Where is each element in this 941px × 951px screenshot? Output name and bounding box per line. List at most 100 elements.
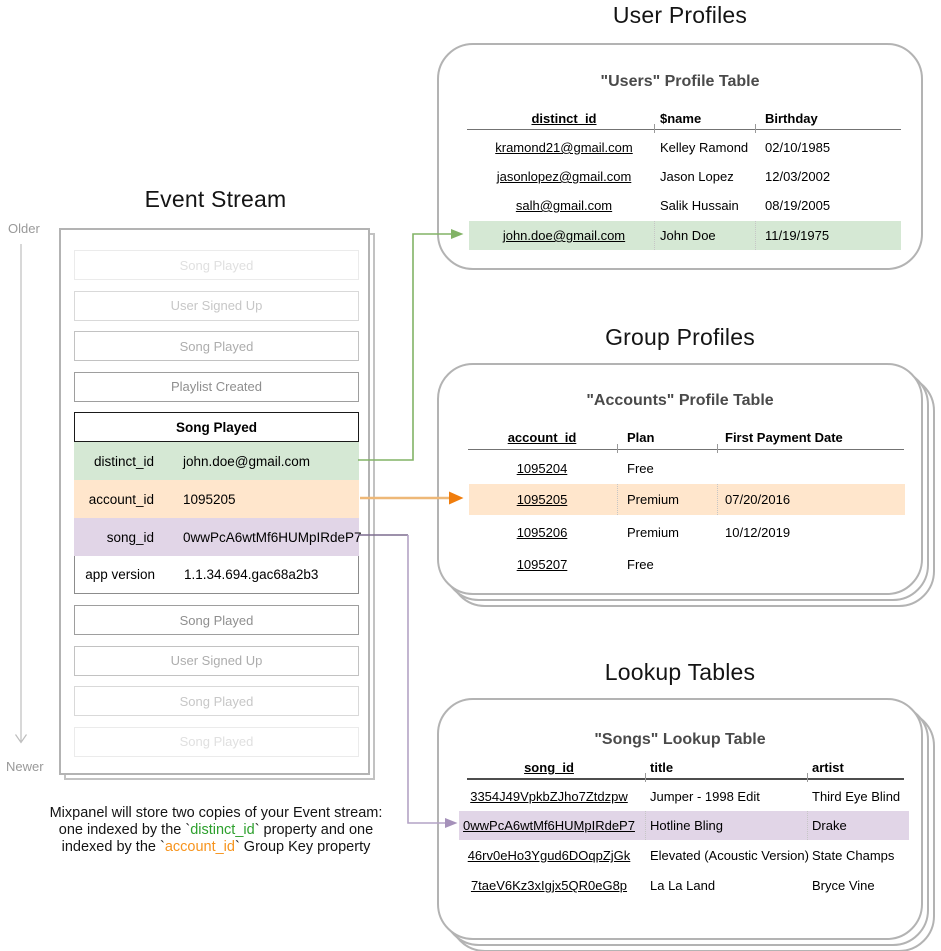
event-label: User Signed Up bbox=[170, 653, 263, 668]
cell-distinct-id: salh@gmail.com bbox=[515, 198, 613, 213]
older-label: Older bbox=[8, 221, 40, 236]
songs-lookup-card: "Songs" Lookup Table song_id title artis… bbox=[437, 698, 923, 940]
cell-account-id: 1095204 bbox=[516, 460, 568, 476]
cell-artist: Third Eye Blind bbox=[812, 789, 901, 804]
col-header-plan: Plan bbox=[627, 430, 655, 445]
cell-first-payment-date: 07/20/2016 bbox=[725, 492, 791, 507]
header-divider bbox=[467, 778, 904, 780]
songs-table-title: "Songs" Lookup Table bbox=[594, 731, 766, 748]
cell-song-id: 7taeV6Kz3xIgjx5QR0eG8p bbox=[470, 878, 628, 893]
column-divider-tick bbox=[645, 773, 646, 782]
table-row: 7taeV6Kz3xIgjx5QR0eG8p La La Land Bryce … bbox=[459, 871, 909, 900]
expanded-event-properties: distinct_id john.doe@gmail.com account_i… bbox=[74, 442, 362, 594]
event-property-row: song_id 0wwPcA6wtMf6HUMpIRdeP7 bbox=[74, 518, 362, 556]
col-header-artist: artist bbox=[812, 760, 844, 775]
event-label: Song Played bbox=[179, 257, 254, 273]
cell-title: La La Land bbox=[650, 878, 716, 893]
cell-song-id: 3354J49VpkbZJho7Ztdzpw bbox=[470, 789, 628, 804]
users-profile-card: "Users" Profile Table distinct_id $name … bbox=[437, 43, 923, 270]
cell-birthday: 08/19/2005 bbox=[765, 198, 831, 213]
table-row: 0wwPcA6wtMf6HUMpIRdeP7 Hotline Bling Dra… bbox=[459, 811, 909, 840]
cell-plan: Premium bbox=[627, 524, 680, 540]
cell-name: Salik Hussain bbox=[660, 198, 739, 213]
event-box: Playlist Created bbox=[74, 371, 359, 402]
table-row: 1095205 Premium 07/20/2016 bbox=[469, 484, 905, 515]
note-line-3: indexed by the `account_id` Group Key pr… bbox=[61, 839, 371, 855]
cell-title: Hotline Bling bbox=[650, 818, 723, 833]
account-id-code: account_id bbox=[164, 839, 235, 855]
cell-account-id: 1095207 bbox=[516, 556, 568, 572]
event-box: Song Played bbox=[74, 605, 359, 635]
group-profiles-title: Group Profiles bbox=[605, 324, 755, 350]
event-property-row: app version 1.1.34.694.gac68a2b3 bbox=[74, 556, 359, 594]
expanded-event-title: Song Played bbox=[74, 412, 359, 442]
property-key: account_id bbox=[88, 491, 154, 507]
header-divider bbox=[468, 449, 904, 450]
cell-first-payment-date: 10/12/2019 bbox=[725, 524, 791, 540]
col-header-distinct-id: distinct_id bbox=[531, 111, 597, 126]
header-divider bbox=[467, 129, 901, 130]
cell-plan: Free bbox=[627, 460, 654, 476]
cell-name: John Doe bbox=[660, 228, 716, 243]
table-row: 1095204 Free bbox=[469, 453, 905, 483]
column-divider-tick bbox=[755, 124, 756, 133]
cell-plan: Premium bbox=[627, 492, 680, 507]
accounts-profile-card: "Accounts" Profile Table account_id Plan… bbox=[437, 363, 923, 595]
cell-title: Jumper - 1998 Edit bbox=[650, 789, 760, 804]
user-profiles-title: User Profiles bbox=[612, 2, 748, 28]
property-value: john.doe@gmail.com bbox=[183, 453, 311, 469]
event-label: User Signed Up bbox=[170, 298, 263, 313]
newer-label: Newer bbox=[6, 759, 44, 774]
cell-name: Kelley Ramond bbox=[660, 140, 749, 155]
table-row: jasonlopez@gmail.com Jason Lopez 12/03/2… bbox=[469, 162, 901, 191]
cell-plan: Free bbox=[627, 556, 654, 572]
event-label: Song Played bbox=[179, 338, 254, 354]
cell-artist: State Champs bbox=[812, 848, 895, 863]
table-row: 1095206 Premium 10/12/2019 bbox=[469, 517, 905, 547]
event-property-row: distinct_id john.doe@gmail.com bbox=[74, 442, 359, 480]
column-divider-tick bbox=[654, 124, 655, 133]
table-row: 46rv0eHo3Ygud6DOqpZjGk Elevated (Acousti… bbox=[459, 841, 909, 870]
property-key: song_id bbox=[106, 529, 154, 545]
event-box: Song Played bbox=[74, 726, 359, 757]
table-row: john.doe@gmail.com John Doe 11/19/1975 bbox=[469, 221, 901, 250]
column-divider-tick bbox=[717, 444, 718, 453]
table-row: salh@gmail.com Salik Hussain 08/19/2005 bbox=[469, 191, 901, 220]
event-box: Song Played bbox=[74, 250, 359, 280]
property-value: 1095205 bbox=[183, 491, 236, 507]
users-table-header: distinct_id $name Birthday bbox=[469, 104, 901, 133]
event-box: Song Played bbox=[74, 331, 359, 361]
property-value: 1.1.34.694.gac68a2b3 bbox=[184, 567, 319, 582]
cell-title: Elevated (Acoustic Version) bbox=[650, 848, 809, 863]
cell-distinct-id: kramond21@gmail.com bbox=[495, 140, 633, 155]
note-line-2: one indexed by the `distinct_id` propert… bbox=[58, 822, 374, 838]
column-divider-tick bbox=[807, 773, 808, 782]
event-label: Song Played bbox=[179, 734, 254, 749]
table-row: 1095207 Free bbox=[469, 549, 905, 579]
cell-distinct-id: john.doe@gmail.com bbox=[502, 228, 626, 243]
event-label: Song Played bbox=[179, 693, 254, 709]
event-box: Song Played bbox=[74, 686, 359, 716]
event-box: User Signed Up bbox=[74, 290, 359, 321]
table-row: kramond21@gmail.com Kelley Ramond 02/10/… bbox=[469, 133, 901, 162]
timeline-arrow bbox=[15, 244, 27, 744]
accounts-table-header: account_id Plan First Payment Date bbox=[469, 423, 905, 452]
accounts-table-title: "Accounts" Profile Table bbox=[586, 392, 774, 409]
events-after-list: Song Played User Signed Up Song Played S… bbox=[74, 605, 368, 757]
property-value: 0wwPcA6wtMf6HUMpIRdeP7 bbox=[183, 529, 362, 545]
column-divider-tick bbox=[617, 444, 618, 453]
col-header-account-id: account_id bbox=[507, 430, 577, 445]
table-row: 3354J49VpkbZJho7Ztdzpw Jumper - 1998 Edi… bbox=[459, 782, 909, 811]
lookup-tables-title: Lookup Tables bbox=[604, 659, 756, 685]
cell-artist: Bryce Vine bbox=[812, 878, 875, 893]
cell-song-id: 46rv0eHo3Ygud6DOqpZjGk bbox=[467, 848, 631, 863]
col-header-song-id: song_id bbox=[524, 760, 574, 775]
cell-artist: Drake bbox=[812, 818, 847, 833]
note-line-1: Mixpanel will store two copies of your E… bbox=[49, 805, 383, 821]
property-key: app version bbox=[85, 567, 155, 582]
cell-account-id: 1095206 bbox=[516, 524, 568, 540]
col-header-name: $name bbox=[660, 111, 702, 126]
col-header-birthday: Birthday bbox=[765, 111, 818, 126]
col-header-first-payment-date: First Payment Date bbox=[725, 430, 843, 445]
